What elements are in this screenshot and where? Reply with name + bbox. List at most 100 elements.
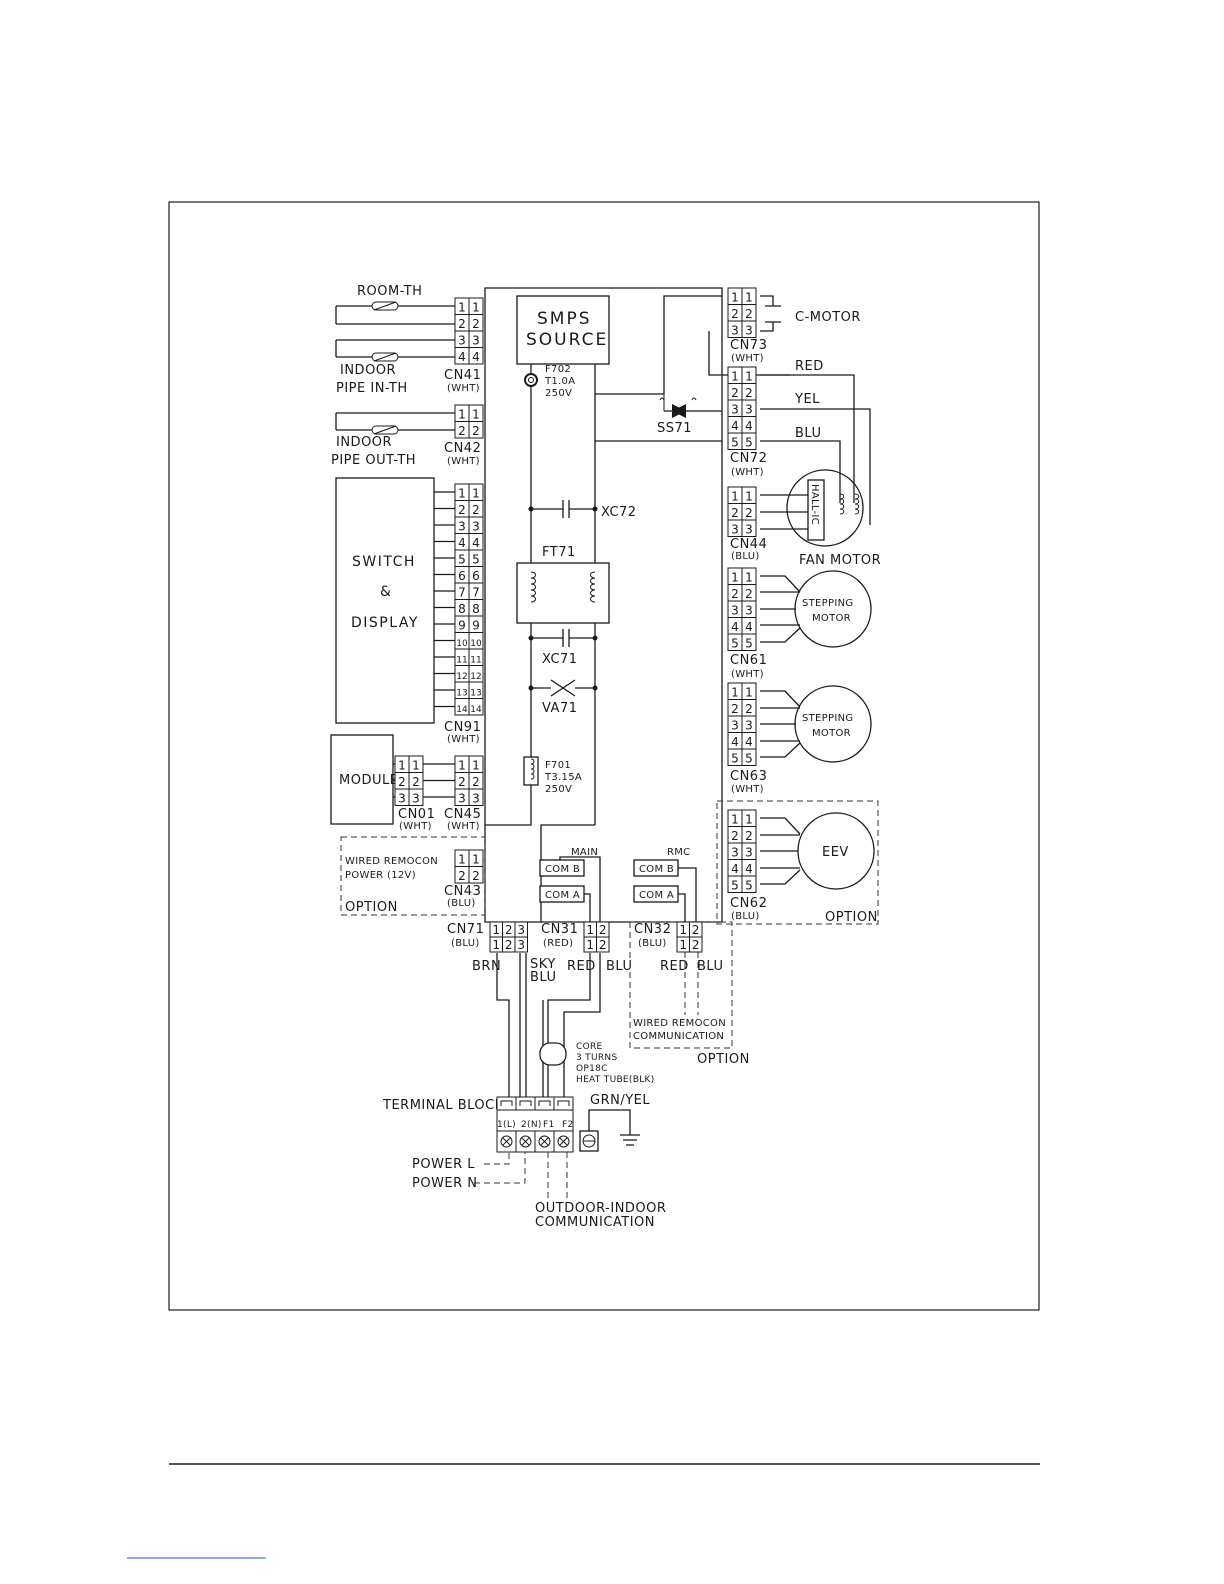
pin-number: 2 (458, 424, 466, 438)
pin-number: 2 (458, 775, 466, 789)
pin-number: 3 (472, 334, 480, 348)
cn01-color: (WHT) (399, 821, 432, 832)
pin-number: 1 (398, 759, 406, 773)
cn31-label: CN31 (541, 922, 578, 937)
diagram-frame (168, 201, 1040, 1311)
core-label-2: 3 TURNS (576, 1053, 617, 1063)
pin-number: 2 (472, 317, 480, 331)
stepping-motor-1-label-2: MOTOR (812, 613, 851, 624)
pin-number: 5 (472, 553, 480, 567)
pin-number: 9 (458, 619, 466, 633)
option-label-right: OPTION (825, 910, 878, 925)
rmc-label: RMC (667, 847, 690, 858)
ss71-triac (595, 295, 722, 442)
right-rail (540, 364, 596, 922)
wired-remocon-comm-label-2: COMMUNICATION (633, 1031, 724, 1042)
pin-number: 3 (472, 520, 480, 534)
pin-number: 3 (745, 324, 753, 338)
pin-number: 2 (745, 506, 753, 520)
pin-number: 2 (731, 386, 739, 400)
pin-number: 4 (458, 350, 466, 364)
pin-number: 1 (472, 301, 480, 315)
pin-number: 9 (472, 619, 480, 633)
brn-wire (496, 953, 510, 1098)
pin-number: 2 (472, 869, 480, 883)
pin-number: 2 (599, 938, 607, 952)
xc72-capacitor (528, 500, 598, 518)
pin-number: 1 (731, 813, 739, 827)
cn32-color: (BLU) (638, 938, 667, 949)
pin-number: 2 (731, 506, 739, 520)
pin-number: 2 (731, 829, 739, 843)
pin-number: 3 (731, 719, 739, 733)
blu-wire-label-2: BLU (606, 959, 633, 974)
switch-display-board (335, 477, 435, 724)
cn72-label: CN72 (730, 451, 767, 466)
cn43-label: CN43 (444, 884, 481, 899)
terminal-2-label: 2(N) (521, 1120, 542, 1130)
pin-number: 4 (745, 620, 753, 634)
pin-number: 1 (472, 853, 480, 867)
ft71-coils (530, 571, 596, 603)
blu-wire-label: BLU (795, 426, 822, 441)
indoor-pipe-out-label-2: PIPE OUT-TH (331, 453, 416, 468)
pin-number: 3 (517, 938, 525, 952)
pin-number: 4 (472, 350, 480, 364)
rmc-com-b-label: COM B (639, 864, 674, 875)
pin-number: 5 (745, 436, 753, 450)
pin-number: 5 (731, 879, 739, 893)
pin-number: 1 (731, 291, 739, 305)
cn41-label: CN41 (444, 368, 481, 383)
eev-valve (760, 812, 875, 890)
cn42-color: (WHT) (447, 456, 480, 467)
pin-number: 1 (492, 923, 500, 937)
smps-source-block (516, 295, 610, 365)
f701-voltage: 250V (545, 784, 572, 795)
amp-label: & (380, 584, 392, 600)
cn73-label: CN73 (730, 338, 767, 353)
pin-number: 1 (731, 370, 739, 384)
pin-number: 3 (412, 792, 420, 806)
pin-number: 7 (472, 586, 480, 600)
pin-number: 2 (745, 702, 753, 716)
brn-wire-label: BRN (472, 959, 501, 974)
pin-number: 11 (456, 656, 467, 666)
cn62-color: (BLU) (731, 911, 760, 922)
pin-number: 1 (745, 291, 753, 305)
pin-number: 2 (692, 923, 700, 937)
f702-label: F702 (545, 364, 571, 375)
cn43-color: (BLU) (447, 898, 476, 909)
ferrite-core (539, 1042, 567, 1066)
cn91-color: (WHT) (447, 734, 480, 745)
pin-number: 1 (745, 490, 753, 504)
pin-number: 5 (745, 879, 753, 893)
cn73-color: (WHT) (731, 353, 764, 364)
smps-label: SMPS (537, 309, 592, 329)
pin-number: 1 (458, 853, 466, 867)
pin-number: 3 (472, 792, 480, 806)
va71-label: VA71 (542, 701, 578, 716)
pin-number: 1 (679, 938, 687, 952)
communication-label: COMMUNICATION (535, 1215, 655, 1230)
pin-number: 6 (458, 569, 466, 583)
pin-number: 12 (456, 672, 467, 682)
pin-number: 5 (745, 752, 753, 766)
cn72-color: (WHT) (731, 467, 764, 478)
wired-remocon-power-label-1: WIRED REMOCON (345, 856, 438, 867)
pin-number: 1 (745, 370, 753, 384)
cn01-label: CN01 (398, 807, 435, 822)
pin-number: 4 (731, 735, 739, 749)
pin-number: 2 (472, 503, 480, 517)
ground-terminal (579, 1109, 640, 1152)
terminal-3-label: F1 (543, 1120, 555, 1130)
pin-number: 13 (470, 689, 481, 699)
pin-number: 5 (458, 553, 466, 567)
